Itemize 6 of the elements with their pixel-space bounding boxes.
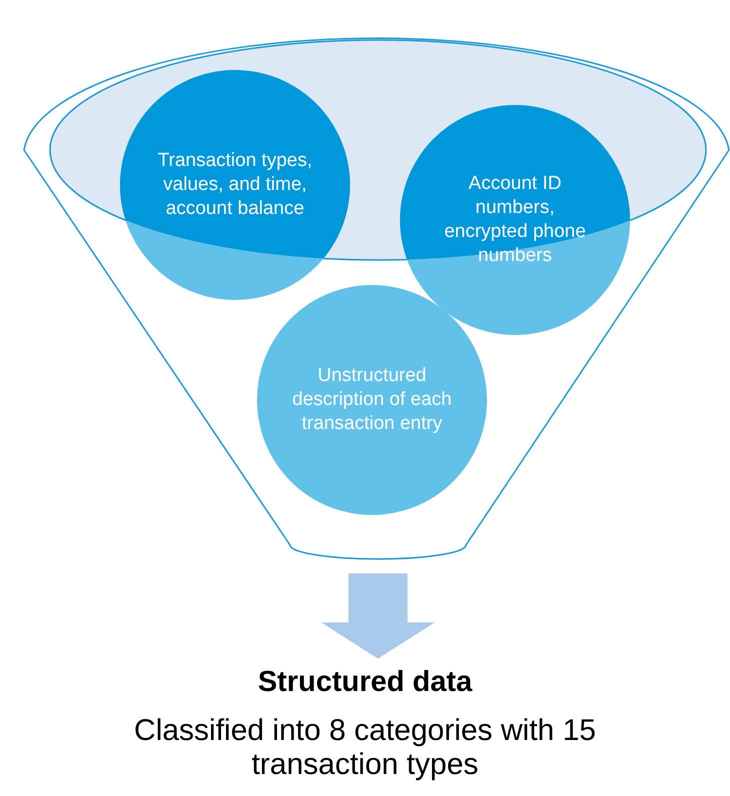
block-arrow — [321, 574, 435, 659]
circle-text: Unstructured description of each transaction entry — [292, 364, 452, 436]
circle-text: Account ID numbers, encrypted phone numbers — [443, 172, 587, 268]
circle-text: Transaction types, values, and time, account balance — [156, 149, 314, 221]
result-description: Classified into 8 categories with 15 transaction types — [133, 714, 597, 782]
result-heading: Structured data — [258, 665, 472, 700]
